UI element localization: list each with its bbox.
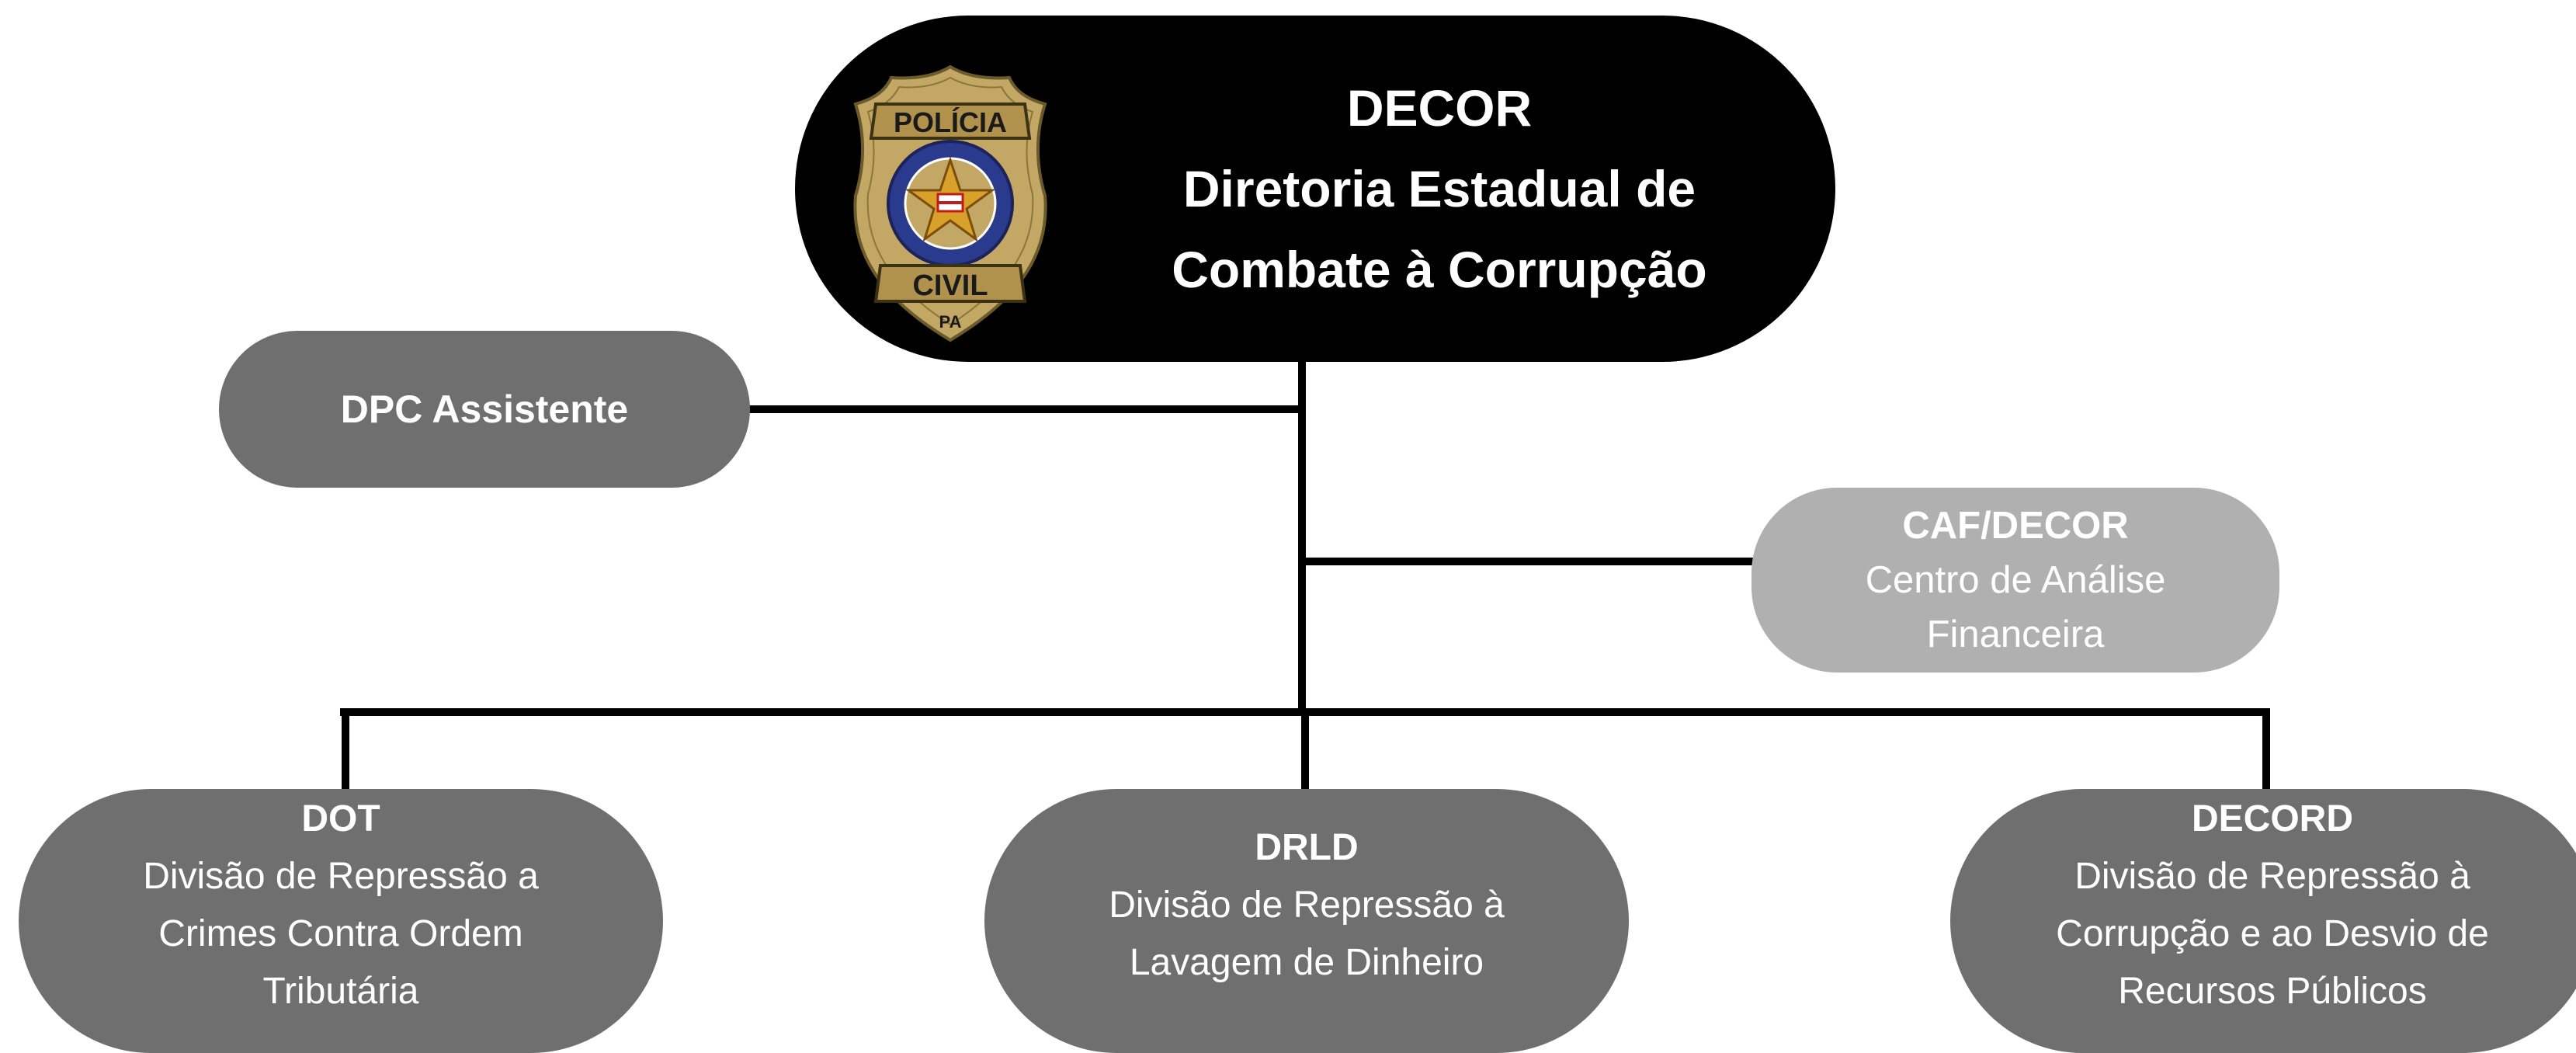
policia-civil-badge-logo: POLÍCIA CIVIL PA <box>853 64 1047 342</box>
root-name-line1: Diretoria Estadual de <box>1182 160 1696 217</box>
dot-division-node: DOT Divisão de Repressão a Crimes Contra… <box>19 789 663 1053</box>
decord-connector <box>2262 708 2270 794</box>
drld-division-node: DRLD Divisão de Repressão à Lavagem de D… <box>984 789 1629 1053</box>
root-acronym: DECOR <box>1346 79 1533 137</box>
badge-state-text: PA <box>939 312 962 332</box>
decord-division-node: DECORD Divisão de Repressão à Corrupção … <box>1950 789 2576 1053</box>
caf-desc-line2: Financeira <box>1926 613 2105 655</box>
division-acronym: DECORD <box>2191 798 2353 839</box>
division-acronym: DOT <box>301 798 380 839</box>
assistant-connector <box>745 405 1304 413</box>
dpc-assistente-node: DPC Assistente <box>219 331 750 488</box>
caf-desc-line1: Centro de Análise <box>1865 559 2166 601</box>
division-description: Divisão de Repressão à Lavagem de Dinhei… <box>1109 884 1505 983</box>
drld-connector <box>1301 708 1309 794</box>
badge-bottom-text: CIVIL <box>912 269 988 302</box>
dpc-assistente-label: DPC Assistente <box>340 387 629 431</box>
caf-decor-node: CAF/DECOR Centro de Análise Financeira <box>1751 488 2279 672</box>
division-acronym: DRLD <box>1255 827 1359 868</box>
dot-connector <box>342 708 349 794</box>
trunk-connector <box>1298 357 1306 714</box>
badge-top-text: POLÍCIA <box>894 106 1007 138</box>
division-description: Divisão de Repressão a Crimes Contra Ord… <box>143 856 539 1012</box>
caf-acronym: CAF/DECOR <box>1902 505 2129 547</box>
division-description: Divisão de Repressão à Corrupção e ao De… <box>2056 856 2489 1012</box>
decor-root-node: POLÍCIA CIVIL PA DECOR Diretoria Estadua… <box>795 16 1835 362</box>
root-name-line2: Combate à Corrupção <box>1172 241 1707 298</box>
caf-connector <box>1301 558 1756 565</box>
